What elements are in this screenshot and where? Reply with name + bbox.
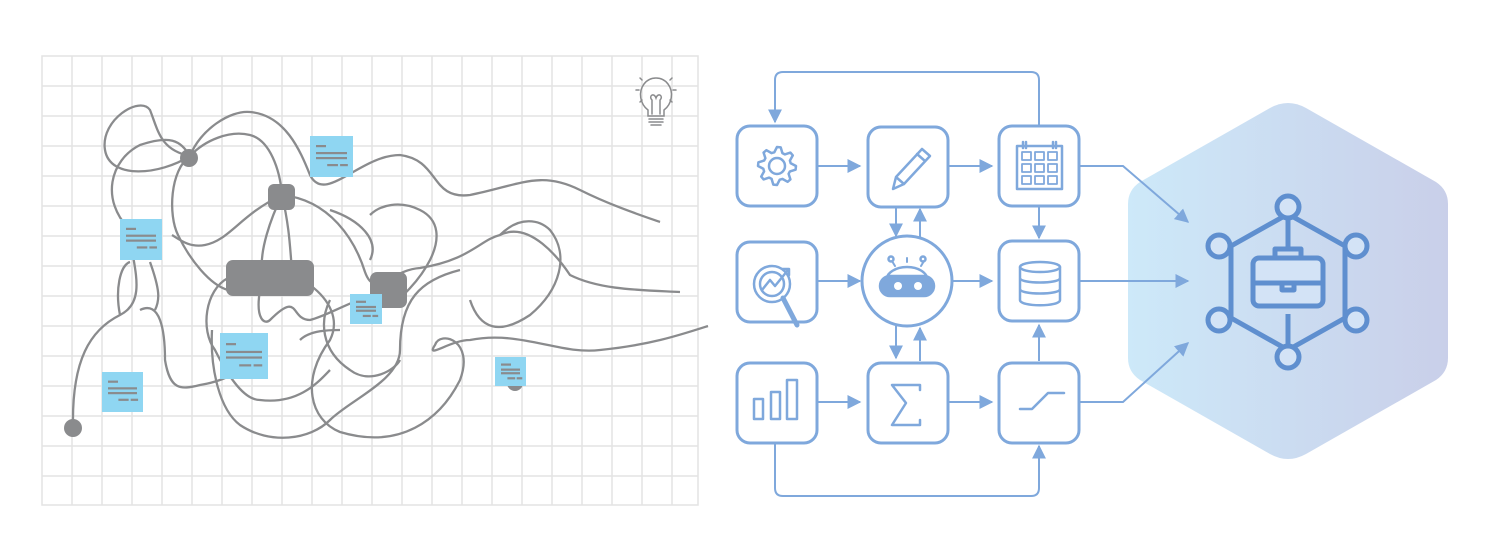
whiteboard-border	[41, 55, 699, 506]
pencil-icon	[891, 147, 932, 191]
settings-step-box	[735, 124, 819, 208]
sum-step-box	[866, 361, 950, 445]
robot-icon	[878, 255, 936, 298]
database-icon	[1018, 260, 1062, 307]
sticky-note	[310, 136, 353, 177]
bar-chart-icon	[752, 378, 799, 421]
schedule-step-box	[997, 124, 1081, 208]
analytics-search-icon	[752, 264, 800, 328]
sticky-note	[102, 372, 143, 412]
sigma-icon	[890, 383, 922, 427]
tangle-nodes	[64, 149, 523, 437]
sticky-note	[120, 219, 162, 260]
process-node	[268, 184, 295, 210]
start-node	[64, 419, 82, 437]
flow-connectors	[768, 71, 1190, 497]
sticky-note	[220, 333, 268, 379]
edit-step-box	[866, 125, 950, 209]
sticky-notes	[102, 136, 526, 412]
database-step-box	[997, 239, 1081, 323]
calendar-icon	[1015, 140, 1064, 191]
ramp-signal-icon	[1018, 391, 1066, 411]
briefcase-network-icon	[1205, 193, 1370, 371]
process-node	[226, 260, 314, 296]
lightbulb-icon	[635, 77, 677, 126]
junction-node	[180, 149, 198, 167]
sticky-note	[495, 357, 526, 386]
sticky-note	[350, 294, 382, 324]
gear-icon	[756, 145, 798, 187]
metrics-step-box	[735, 361, 819, 445]
